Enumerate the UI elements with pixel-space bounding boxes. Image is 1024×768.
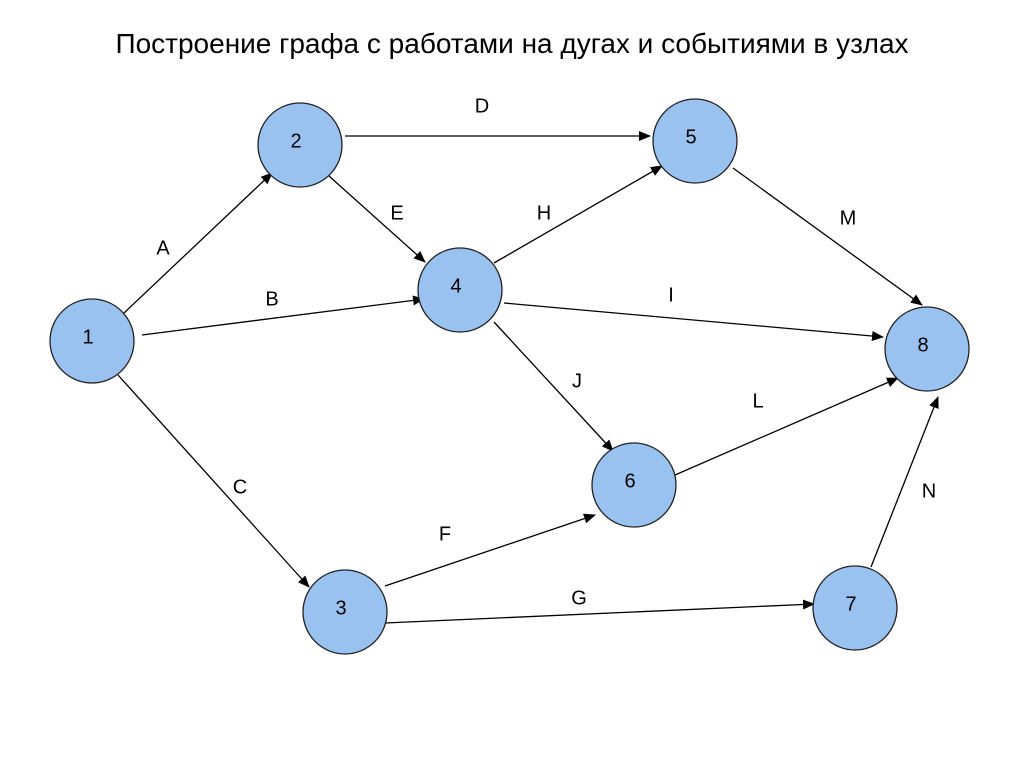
node-label-2: 2 — [290, 130, 301, 152]
edge-3-7 — [384, 599, 815, 624]
nodes-layer: 1 2 3 4 5 6 7 8 — [49, 98, 970, 655]
edge-label-C: C — [233, 476, 247, 498]
node-label-5: 5 — [685, 126, 696, 148]
edge-label-G: G — [571, 587, 587, 609]
page-title: Построение графа с работами на дугах и с… — [115, 28, 909, 59]
edge-3-6 — [384, 513, 596, 587]
edge-1-2 — [123, 172, 273, 314]
node-label-8: 8 — [917, 334, 928, 356]
edge-label-M: M — [840, 207, 857, 229]
edge-label-I: I — [668, 284, 674, 306]
edge-label-L: L — [752, 390, 763, 412]
node-label-6: 6 — [624, 470, 635, 492]
edge-label-F: F — [439, 523, 451, 545]
edge-label-A: A — [156, 237, 170, 259]
edge-2-4 — [328, 175, 426, 263]
edge-label-D: D — [475, 95, 489, 117]
node-label-3: 3 — [335, 597, 346, 619]
edge-label-J: J — [572, 370, 582, 392]
edge-4-8 — [503, 302, 884, 341]
edge-1-4 — [141, 295, 425, 336]
node-label-7: 7 — [845, 593, 856, 615]
node-7 — [812, 565, 898, 651]
edge-6-8 — [674, 377, 899, 476]
node-8 — [884, 306, 970, 392]
edge-label-N: N — [922, 480, 936, 502]
edge-label-B: B — [265, 288, 278, 310]
edge-label-H: H — [537, 202, 551, 224]
node-label-4: 4 — [450, 275, 461, 297]
edge-7-8 — [870, 396, 939, 568]
edge-label-E: E — [390, 202, 403, 224]
node-1 — [49, 298, 135, 384]
node-2 — [257, 102, 343, 188]
edge-1-3 — [117, 374, 310, 588]
node-4 — [417, 247, 503, 333]
edge-4-6 — [493, 321, 614, 452]
edges-layer — [117, 131, 939, 624]
edge-labels-layer: A B C D E H I J M L F G N — [156, 95, 936, 609]
node-label-1: 1 — [82, 326, 93, 348]
node-3 — [302, 569, 388, 655]
node-6 — [591, 442, 677, 528]
edge-5-8 — [732, 167, 923, 306]
node-5 — [652, 98, 738, 184]
edge-4-5 — [493, 165, 663, 264]
